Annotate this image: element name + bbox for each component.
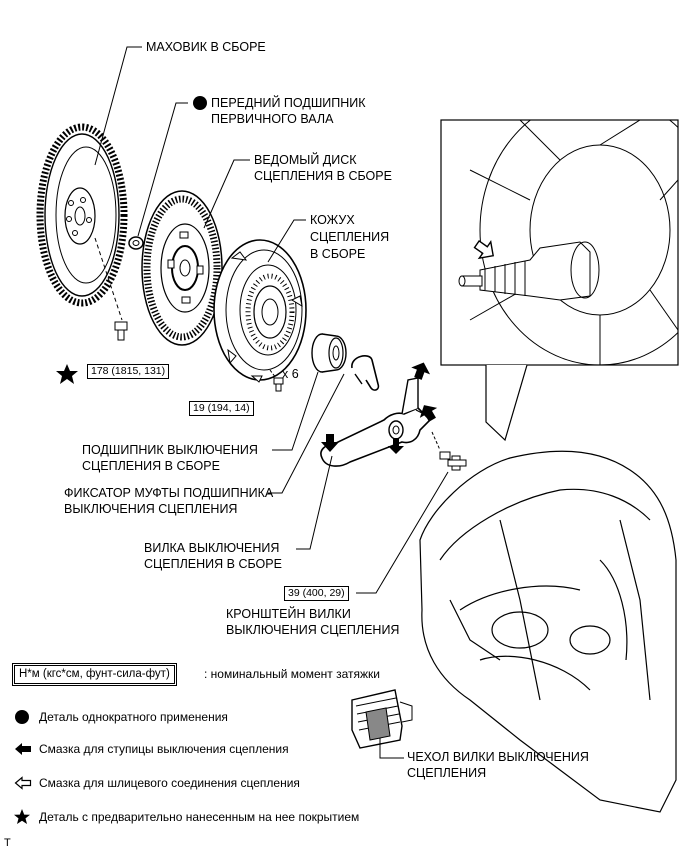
filled-circle-icon: [15, 710, 29, 724]
spline-inset: [440, 119, 679, 366]
grease-arrow-icon: [388, 438, 404, 454]
label-support-line2: ВЫКЛЮЧЕНИЯ СЦЕПЛЕНИЯ: [226, 623, 400, 637]
legend-unit-box: Н*м (кгс*см, фунт-сила-фут): [12, 663, 177, 686]
flywheel-drawing: [36, 123, 128, 321]
label-release-bearing-line2: СЦЕПЛЕНИЯ В СБОРЕ: [82, 459, 220, 473]
torque-support-bolt: 39 (400, 29): [284, 586, 349, 601]
legend-non-reusable: Деталь однократного применения: [39, 710, 228, 724]
release-fork-drawing: [320, 377, 433, 467]
legend-hub-grease: Смазка для ступицы выключения сцепления: [39, 742, 289, 756]
label-release-bearing-line1: ПОДШИПНИК ВЫКЛЮЧЕНИЯ: [82, 443, 258, 457]
clutch-disc-drawing: [141, 190, 223, 346]
label-clip-line1: ФИКСАТОР МУФТЫ ПОДШИПНИКА: [64, 486, 274, 500]
torque-flywheel-bolt: 178 (1815, 131): [87, 364, 170, 379]
legend-unit-description: : номинальный момент затяжки: [204, 667, 380, 681]
label-support-line1: КРОНШТЕЙН ВИЛКИ: [226, 607, 351, 621]
clutch-cover-bolt: [273, 377, 284, 392]
label-cover-line2: СЦЕПЛЕНИЯ: [310, 230, 390, 244]
label-clutch-disc-line1: ВЕДОМЫЙ ДИСК: [254, 153, 357, 167]
label-boot-line2: СЦЕПЛЕНИЯ: [407, 766, 487, 780]
legend-spline-grease: Смазка для шлицевого соединения сцеплени…: [39, 776, 300, 790]
grease-arrow-icon: [321, 434, 339, 452]
leader-lines: [94, 46, 449, 759]
label-pilot-bearing-line2: ПЕРВИЧНОГО ВАЛА: [211, 112, 334, 126]
star-icon: [14, 809, 30, 824]
label-flywheel: МАХОВИК В СБОРЕ: [146, 40, 266, 54]
label-pilot-bearing-line1: ПЕРЕДНИЙ ПОДШИПНИК: [211, 96, 366, 110]
label-clutch-disc-line2: СЦЕПЛЕНИЯ В СБОРЕ: [254, 169, 392, 183]
grease-arrow-icon: [419, 405, 438, 422]
fork-boot-drawing: [351, 689, 413, 749]
torque-cover-bolt: 19 (194, 14): [189, 401, 254, 416]
label-cover-line3: В СБОРЕ: [310, 247, 366, 261]
clutch-cover-drawing: [213, 239, 307, 383]
label-bolt-quantity: x 6: [282, 367, 299, 381]
spline-grease-arrow-icon: [473, 240, 495, 260]
filled-circle-icon: [193, 96, 207, 110]
pilot-bearing-drawing: [128, 236, 144, 250]
inset-pointer: [485, 364, 528, 442]
filled-arrow-icon: [15, 743, 31, 755]
legend-precoated: Деталь с предварительно нанесенным на не…: [39, 810, 360, 824]
corner-mark: T: [4, 837, 11, 849]
star-icon: [56, 364, 78, 384]
label-clip-line2: ВЫКЛЮЧЕНИЯ СЦЕПЛЕНИЯ: [64, 502, 238, 516]
label-boot-line1: ЧЕХОЛ ВИЛКИ ВЫКЛЮЧЕНИЯ: [407, 750, 589, 764]
label-fork-line2: СЦЕПЛЕНИЯ В СБОРЕ: [144, 557, 282, 571]
release-bearing-drawing: [311, 333, 347, 373]
label-fork-line1: ВИЛКА ВЫКЛЮЧЕНИЯ: [144, 541, 280, 555]
flywheel-bolt: [114, 321, 128, 341]
outline-arrow-icon: [14, 776, 32, 790]
label-cover-line1: КОЖУХ: [310, 213, 355, 227]
grease-arrow-icon: [411, 362, 431, 380]
release-bearing-clip-drawing: [351, 355, 380, 391]
transmission-housing-drawing: [419, 450, 677, 813]
fork-support-drawing: [431, 431, 467, 471]
